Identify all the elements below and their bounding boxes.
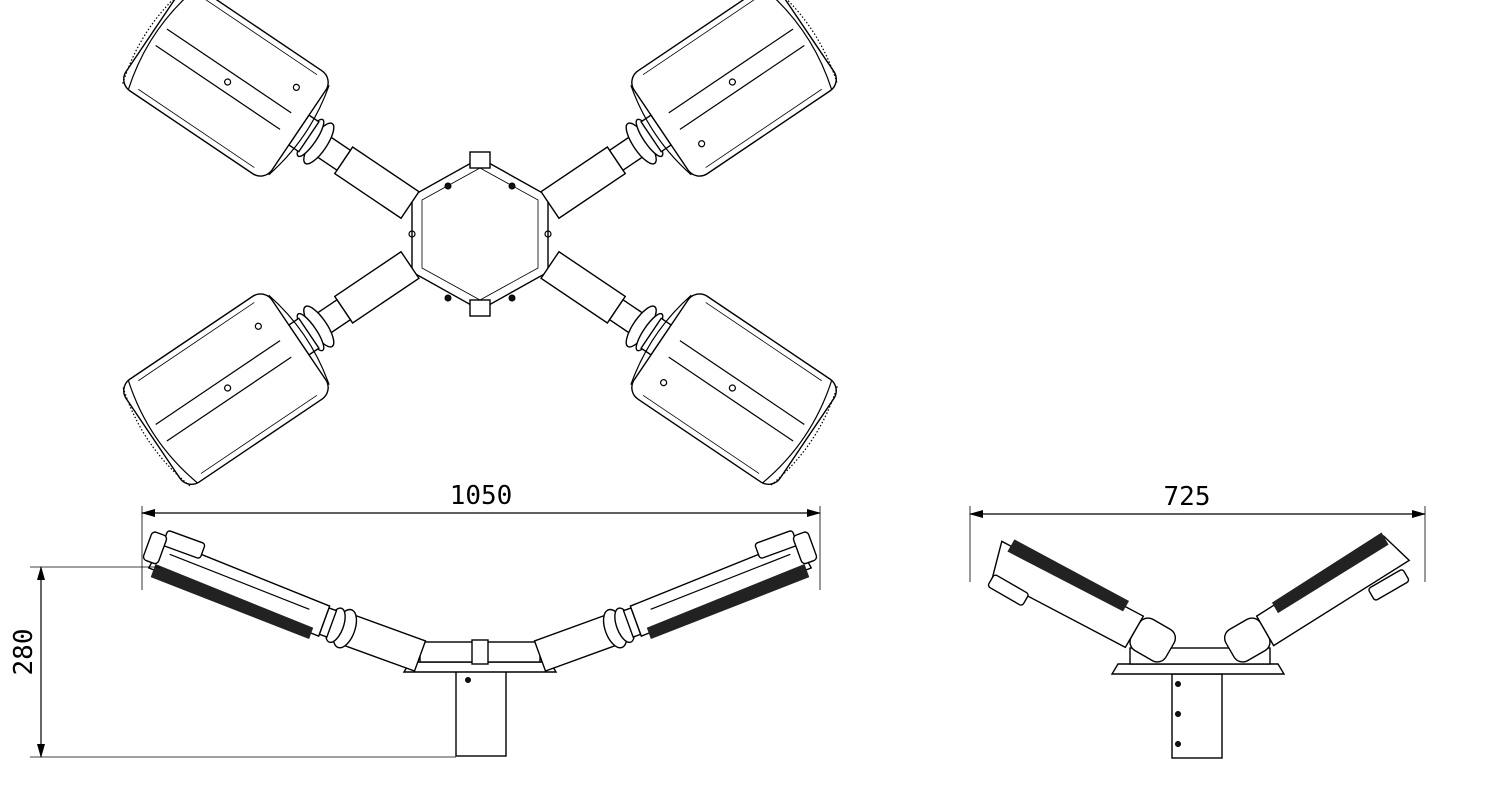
top-view <box>113 0 847 494</box>
dimension-front-width: 1050 <box>141 481 821 590</box>
dimension-label-front-width: 1050 <box>450 481 513 511</box>
dimension-label-side-width: 725 <box>1164 482 1211 512</box>
dimension-label-front-height: 280 <box>9 629 39 676</box>
side-view <box>987 532 1411 759</box>
front-view <box>135 524 825 757</box>
dimension-front-height: 280 <box>9 566 456 758</box>
dimension-side-width: 725 <box>969 482 1426 582</box>
